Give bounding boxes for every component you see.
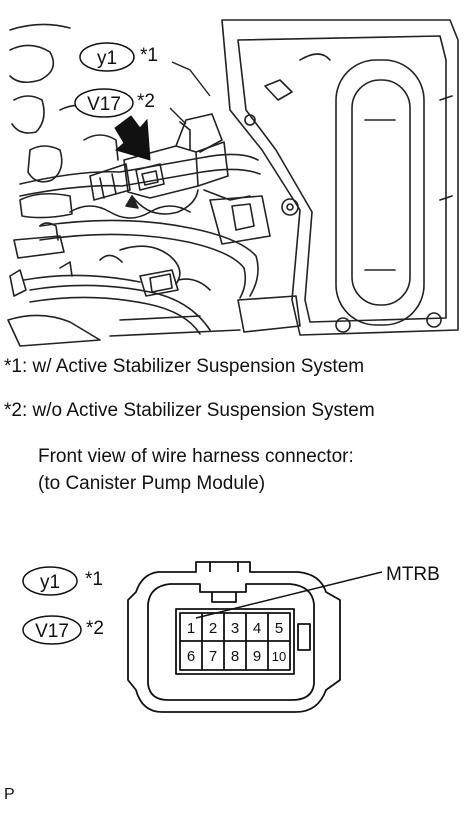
pointer-arrow-icon (114, 115, 151, 161)
callout-oval (22, 566, 78, 596)
callout-code: y1 (97, 48, 117, 69)
pin-9: 9 (253, 648, 261, 665)
callout-code: V17 (35, 621, 69, 642)
pin-numbers-bottom: 6 7 8 9 10 (187, 648, 286, 665)
top-callout-leaders (169, 61, 211, 125)
connector-latch (209, 562, 239, 572)
connector-key (297, 623, 311, 651)
callout-ref: *1 (140, 45, 158, 66)
callout-oval (79, 42, 135, 72)
callout-ref: *2 (137, 91, 155, 112)
callout-ref: *1 (85, 569, 103, 590)
top-callout-v17: V17 *2 (74, 88, 155, 118)
caption-line-1: Front view of wire harness connector: (38, 446, 354, 467)
footnote-2: *2: w/o Active Stabilizer Suspension Sys… (4, 400, 375, 421)
top-callout-y1: y1 *1 (79, 42, 158, 72)
caption-line-2: (to Canister Pump Module) (38, 473, 266, 494)
footnote-1: *1: w/ Active Stabilizer Suspension Syst… (4, 356, 365, 377)
connector-callout-y1: y1 *1 (22, 566, 103, 596)
pin-1: 1 (187, 620, 195, 637)
callout-ref: *2 (86, 618, 104, 639)
callout-code: y1 (40, 572, 60, 593)
pin-7: 7 (209, 648, 217, 665)
engine-bay-illustration (7, 19, 459, 347)
pin-numbers-top: 1 2 3 4 5 (187, 620, 283, 637)
pin-5: 5 (275, 620, 283, 637)
pin-4: 4 (253, 620, 261, 637)
pin-10: 10 (272, 649, 286, 664)
callout-oval (74, 88, 134, 118)
connector-housing (127, 561, 341, 713)
callout-oval (22, 615, 82, 645)
pin-3: 3 (231, 620, 239, 637)
mtrb-label: MTRB (386, 564, 440, 585)
figure-id: P (4, 786, 15, 803)
mtrb-leader-line (195, 571, 383, 619)
pin-6: 6 (187, 648, 195, 665)
pin-8: 8 (231, 648, 239, 665)
pin-2: 2 (209, 620, 217, 637)
connector-inner-housing (147, 583, 315, 701)
connector-callout-v17: V17 *2 (22, 615, 104, 645)
callout-code: V17 (87, 94, 121, 115)
connector-front-view (127, 561, 341, 713)
